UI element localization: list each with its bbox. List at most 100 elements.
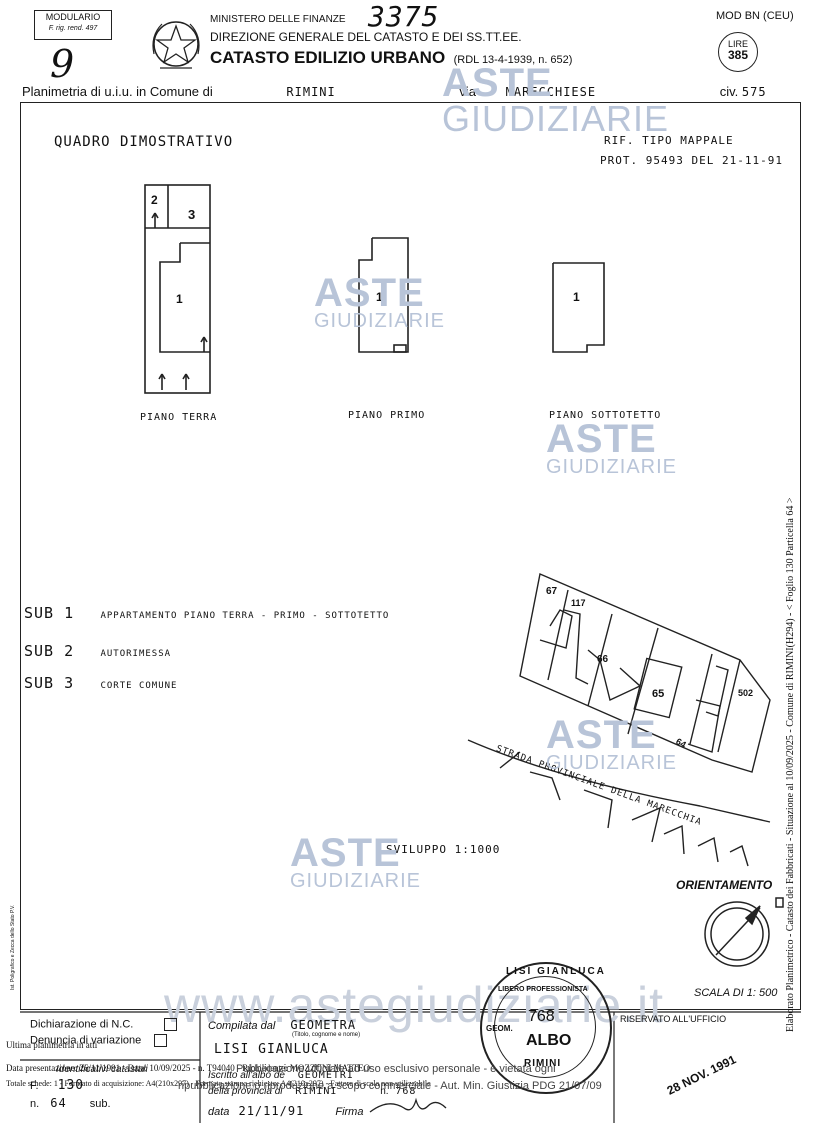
sub-code: SUB 1	[24, 604, 75, 622]
parcel-65: 65	[652, 688, 665, 700]
titolo-hint: (Titolo, cognome e nome)	[292, 1032, 361, 1038]
watermark-logo: ASTE GIUDIZIARIE	[290, 831, 422, 892]
data-label: data	[208, 1106, 230, 1118]
stamp-number: 768	[528, 1008, 555, 1025]
label-piano-terra: PIANO TERRA	[140, 412, 218, 423]
stamp-geom: GEOM.	[486, 1024, 513, 1033]
dichiarazione-row: Dichiarazione di N.C.	[30, 1018, 178, 1034]
room-3-terra: 3	[188, 207, 196, 222]
italian-emblem-icon	[152, 21, 200, 69]
direction-name: DIREZIONE GENERALE DEL CATASTO E DEI SS.…	[210, 30, 522, 44]
sub-row: SUB 3 CORTE COMUNE	[24, 674, 444, 706]
drawing-frame	[20, 102, 801, 1010]
iscritto-value: GEOMETRI	[297, 1070, 354, 1081]
lire-value: 385	[727, 48, 749, 62]
handwritten-number: 3375	[368, 0, 440, 33]
sub-code: SUB 2	[24, 642, 75, 660]
pubblicazione-line-2: ripubblicazione o riproduzione a scopo c…	[178, 1080, 602, 1092]
comune-value: RIMINI	[286, 85, 336, 99]
watermark-logo: ASTE GIUDIZIARIE	[442, 61, 670, 139]
quadro-title: QUADRO DIMOSTRATIVO	[54, 134, 234, 150]
label-piano-sottotetto: PIANO SOTTOTETTO	[549, 410, 662, 421]
printer-note: Ist. Poligrafico e Zecca dello Stato P.V…	[10, 904, 16, 990]
compilata-value: GEOMETRA	[290, 1018, 357, 1032]
sub-code: SUB 3	[24, 674, 75, 692]
stamp-ring: LIBERO PROFESSIONISTA	[498, 986, 588, 993]
scala-label: SCALA DI 1: 500	[694, 987, 778, 999]
provincia-row: della provincia di RIMINI n. 768	[208, 1086, 416, 1097]
parcel-66: 66	[597, 654, 609, 665]
prot-number: PROT. 95493 DEL 21-11-91	[600, 154, 783, 167]
dichiarazione-checkbox[interactable]	[164, 1018, 178, 1031]
watermark-logo: ASTE GIUDIZIARIE	[314, 271, 446, 332]
riservato-ufficio: RISERVATO ALL'UFFICIO	[620, 1014, 727, 1024]
provincia-value: RIMINI	[295, 1086, 338, 1097]
footer-left: Dichiarazione di N.C. Denuncia di variaz…	[30, 1018, 178, 1050]
firma-label: Firma	[335, 1106, 364, 1118]
iscritto-label: Iscritto all'albo de	[208, 1070, 285, 1081]
mod-code: MOD BN (CEU)	[716, 10, 794, 22]
stamp-name: LISI GIANLUCA	[506, 966, 606, 977]
civ-value: 575	[741, 85, 767, 99]
subs-list: SUB 1 APPARTAMENTO PIANO TERRA - PRIMO -…	[24, 604, 444, 706]
room-1-sottotetto: 1	[573, 290, 580, 304]
numero-value: 64	[50, 1096, 67, 1110]
data-value: 21/11/91	[238, 1104, 305, 1118]
form-label-box: MODULARIO F. rig. rend. 497	[34, 10, 112, 40]
sub-row: SUB 1 APPARTAMENTO PIANO TERRA - PRIMO -…	[24, 604, 444, 642]
sub-label: sub.	[89, 1098, 111, 1110]
sviluppo-scale: SVILUPPO 1:1000	[386, 843, 501, 856]
denuncia-row: Denuncia di variazione	[30, 1034, 177, 1050]
denuncia-label: Denuncia di variazione	[30, 1034, 142, 1047]
via-value: MARECCHIESE	[505, 85, 597, 99]
professional-stamp: LISI GIANLUCA LIBERO PROFESSIONISTA GEOM…	[480, 962, 612, 1094]
parcel-117: 117	[571, 598, 586, 608]
room-1-terra: 1	[176, 292, 183, 306]
foglio-row: F. 130	[30, 1078, 84, 1093]
received-date-stamp: 28 NOV. 1991	[664, 1052, 739, 1098]
signature-icon	[369, 1097, 447, 1113]
rif-tipo-mappale: RIF. TIPO MAPPALE	[604, 134, 734, 147]
dichiarazione-label: Dichiarazione di N.C.	[30, 1018, 134, 1031]
lire-label: LIRE	[727, 39, 748, 49]
denuncia-checkbox[interactable]	[154, 1034, 168, 1047]
compiler-name: LISI GIANLUCA	[214, 1042, 329, 1057]
sub-desc: AUTORIMESSA	[100, 649, 172, 659]
overlay-last-plan: Ultima planimetria in atti	[6, 1040, 98, 1050]
iscritto-row: Iscritto all'albo de GEOMETRI	[208, 1070, 354, 1081]
sub-row: SUB 2 AUTORIMESSA	[24, 642, 444, 674]
numero-albo-label: n.	[380, 1086, 389, 1097]
sub-desc: APPARTAMENTO PIANO TERRA - PRIMO - SOTTO…	[100, 611, 390, 621]
planimetria-line: Planimetria di u.i.u. in Comune di RIMIN…	[22, 84, 794, 99]
form-ref: F. rig. rend. 497	[48, 25, 98, 32]
label-piano-primo: PIANO PRIMO	[348, 410, 426, 421]
parcel-67: 67	[546, 586, 558, 597]
watermark-logo: ASTE GIUDIZIARIE	[546, 713, 678, 774]
planimetria-label: Planimetria di u.i.u. in Comune di	[22, 84, 213, 99]
ministry-name: MINISTERO DELLE FINANZE	[210, 14, 346, 25]
numero-albo-value: 768	[395, 1086, 417, 1097]
room-1-primo: 1	[376, 290, 383, 304]
side-note: Elaborato Planimetrico - Catasto dei Fab…	[785, 497, 796, 1032]
stamp-albo: ALBO	[526, 1032, 572, 1049]
data-row: data 21/11/91 Firma	[208, 1104, 363, 1118]
stamp-city: RIMINI	[524, 1058, 562, 1069]
civ-label: civ.	[719, 84, 739, 99]
foglio-label: F.	[30, 1080, 39, 1092]
room-2-terra: 2	[151, 193, 158, 207]
foglio-value: 130	[57, 1078, 85, 1093]
sub-desc: CORTE COMUNE	[100, 681, 178, 691]
orientamento-label: ORIENTAMENTO	[676, 878, 773, 892]
overlay-schede: Totale schede: 1 - Formato di acquisizio…	[6, 1079, 431, 1088]
pubblicazione-line-1: Pubblicazione ufficiale ad uso esclusivo…	[236, 1063, 556, 1075]
numero-row: n. 64 sub.	[30, 1096, 111, 1110]
numero-label: n.	[30, 1098, 40, 1110]
form-label: MODULARIO	[45, 12, 101, 22]
catasto-name: CATASTO EDILIZIO URBANO	[210, 48, 446, 67]
parcel-502: 502	[738, 688, 754, 698]
compilata-row: Compilata dal GEOMETRA	[208, 1018, 356, 1032]
lire-circle: LIRE 385	[718, 32, 758, 72]
provincia-label: della provincia di	[208, 1086, 283, 1097]
overlay-presentation: Data presentazione: 26/11/1991 - Data: 1…	[6, 1063, 371, 1073]
handwritten-page-number: 9	[50, 42, 75, 86]
